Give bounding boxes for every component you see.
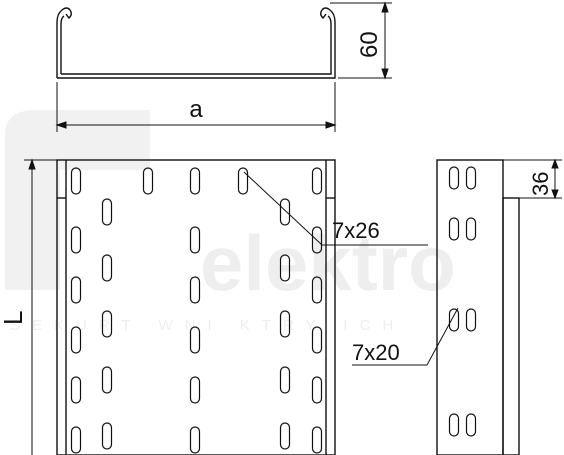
side-slot bbox=[465, 413, 477, 437]
tray-profile bbox=[56, 7, 336, 79]
bottom-slot bbox=[279, 310, 291, 338]
length-dimension bbox=[24, 158, 57, 455]
bottom-perforation-label: 7x26 bbox=[332, 218, 380, 243]
bottom-slot bbox=[189, 426, 201, 454]
bottom-slot bbox=[311, 326, 323, 354]
height-dimension bbox=[330, 1, 392, 80]
bottom-slot bbox=[142, 167, 154, 195]
bottom-slot bbox=[101, 310, 113, 338]
side-slot bbox=[448, 166, 460, 190]
side-slot bbox=[448, 217, 460, 241]
bottom-slot bbox=[189, 326, 201, 354]
bottom-slot bbox=[279, 366, 291, 394]
side-perforations bbox=[448, 166, 477, 437]
watermark-tagline: SEKURT WNI KTRY ICH bbox=[10, 317, 405, 334]
side-perforation-leader bbox=[352, 307, 459, 366]
side-perforation-label: 7x20 bbox=[352, 340, 400, 365]
tray-bottom-outline bbox=[56, 159, 336, 455]
side-slot bbox=[465, 308, 477, 332]
bottom-slot bbox=[70, 226, 82, 254]
bottom-slot bbox=[101, 422, 113, 450]
bottom-slot bbox=[70, 167, 82, 195]
side-flange bbox=[502, 197, 520, 455]
bottom-slot bbox=[311, 376, 323, 404]
side-height-dimension bbox=[503, 158, 562, 200]
width-dimension bbox=[55, 82, 337, 132]
length-dimension-label: L bbox=[0, 311, 28, 325]
bottom-slot bbox=[311, 226, 323, 254]
bottom-slot bbox=[279, 198, 291, 226]
side-height-dimension-label: 36 bbox=[528, 172, 553, 196]
bottom-slot bbox=[279, 254, 291, 282]
side-view bbox=[436, 159, 520, 455]
tray-profile-inner bbox=[60, 15, 332, 75]
bottom-slot bbox=[189, 226, 201, 254]
bottom-slot bbox=[101, 198, 113, 226]
watermark-logo-shape bbox=[5, 110, 150, 290]
bottom-perforations bbox=[70, 167, 323, 454]
cross-section-view bbox=[56, 7, 336, 79]
bottom-slot bbox=[70, 326, 82, 354]
bottom-slot bbox=[189, 376, 201, 404]
bottom-slot bbox=[311, 426, 323, 454]
bottom-slot bbox=[237, 167, 249, 195]
bottom-slot bbox=[279, 422, 291, 450]
bottom-slot bbox=[70, 426, 82, 454]
bottom-slot bbox=[101, 366, 113, 394]
watermark: elektro SEKURT WNI KTRY ICH bbox=[5, 110, 456, 334]
bottom-slot bbox=[101, 254, 113, 282]
bottom-slot bbox=[189, 276, 201, 304]
plan-view bbox=[56, 159, 336, 455]
bottom-slot bbox=[70, 376, 82, 404]
height-dimension-label: 60 bbox=[356, 31, 383, 58]
side-slot bbox=[465, 217, 477, 241]
bottom-slot bbox=[70, 276, 82, 304]
watermark-logo-text: elektro bbox=[200, 219, 456, 307]
bottom-slot bbox=[311, 276, 323, 304]
bottom-slot bbox=[311, 167, 323, 195]
width-dimension-label: a bbox=[189, 96, 203, 123]
side-slot bbox=[465, 166, 477, 190]
bottom-perforation-leader bbox=[243, 171, 428, 246]
side-wall-outline bbox=[436, 159, 504, 455]
bottom-slot bbox=[189, 167, 201, 195]
side-slot bbox=[448, 413, 460, 437]
side-slot bbox=[448, 308, 460, 332]
